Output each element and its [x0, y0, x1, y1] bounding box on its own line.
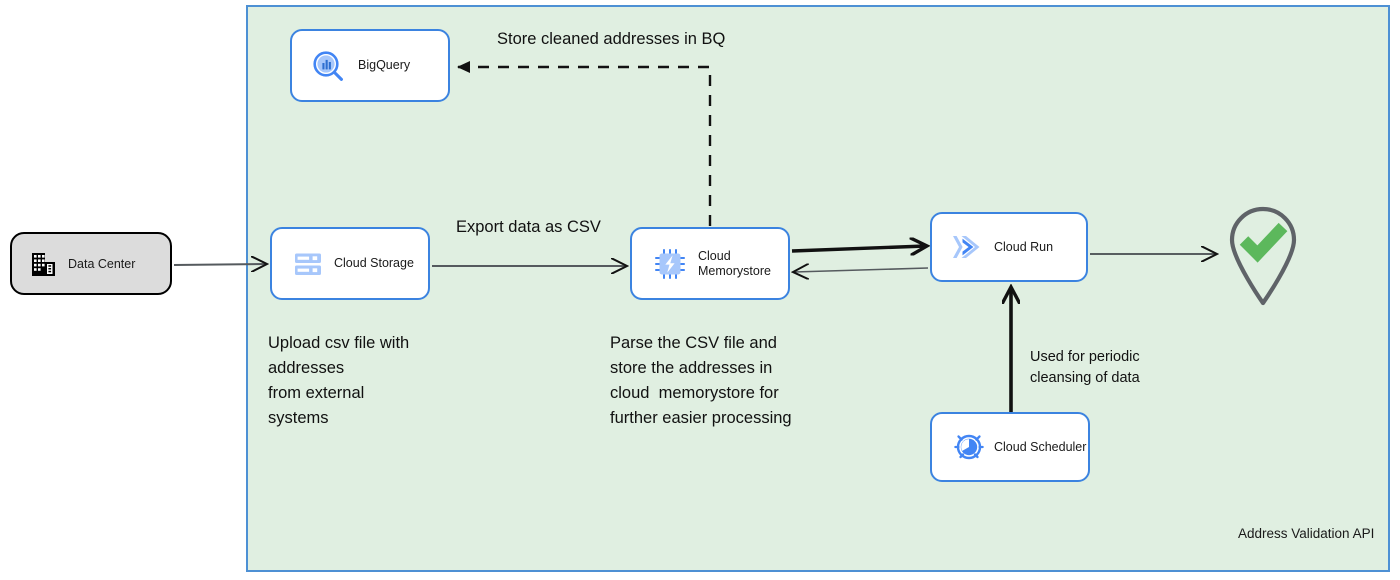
- bigquery-icon: [302, 49, 354, 83]
- node-label-cloud-storage: Cloud Storage: [334, 256, 414, 270]
- node-label-bigquery: BigQuery: [358, 58, 411, 72]
- node-bigquery[interactable]: BigQuery: [290, 29, 450, 102]
- edge-label-export-csv: Export data as CSV: [456, 218, 601, 236]
- node-cloud-scheduler[interactable]: Cloud Scheduler: [930, 412, 1090, 482]
- cloud-run-icon: [940, 232, 992, 262]
- annotation-parse-line4: further easier processing: [610, 409, 792, 427]
- annotation-periodic-line2: cleansing of data: [1030, 370, 1140, 386]
- cloud-scheduler-icon: [944, 431, 994, 463]
- annotation-parse-csv: Parse the CSV file and store the address…: [610, 331, 870, 431]
- annotation-upload-line2: addresses: [268, 359, 345, 377]
- annotation-upload-line1: Upload csv file with: [268, 334, 410, 352]
- edge-label-periodic-cleansing: Used for periodic cleansing of data: [1030, 347, 1210, 389]
- cloud-storage-icon: [284, 249, 332, 279]
- node-label-data-center: Data Center: [68, 256, 136, 271]
- annotation-parse-line2: store the addresses in: [610, 359, 773, 377]
- node-label-address-validation-api: Address Validation API: [1238, 526, 1375, 541]
- node-cloud-storage[interactable]: Cloud Storage: [270, 227, 430, 300]
- cloud-memorystore-icon: [646, 248, 694, 280]
- datacenter-building-icon: [22, 251, 66, 277]
- map-pin-check-icon: [1222, 206, 1304, 311]
- memorystore-label-line2: Memorystore: [698, 263, 771, 278]
- annotation-parse-line1: Parse the CSV file and: [610, 334, 777, 352]
- memorystore-label-line1: Cloud: [698, 248, 731, 263]
- node-label-cloud-run: Cloud Run: [994, 239, 1054, 254]
- node-cloud-run[interactable]: Cloud Run: [930, 212, 1088, 282]
- node-data-center[interactable]: Data Center: [10, 232, 172, 295]
- annotation-periodic-line1: Used for periodic: [1030, 349, 1140, 365]
- annotation-parse-line3: cloud memorystore for: [610, 384, 779, 402]
- edge-label-store-cleaned-bq: Store cleaned addresses in BQ: [497, 30, 726, 48]
- annotation-upload-line3: from external: [268, 384, 365, 402]
- node-address-validation-api[interactable]: Address Validation API: [1218, 203, 1388, 541]
- node-label-cloud-scheduler: Cloud Scheduler: [994, 439, 1087, 454]
- annotation-upload-csv: Upload csv file with addresses from exte…: [268, 331, 518, 431]
- annotation-upload-line4: systems: [268, 409, 329, 427]
